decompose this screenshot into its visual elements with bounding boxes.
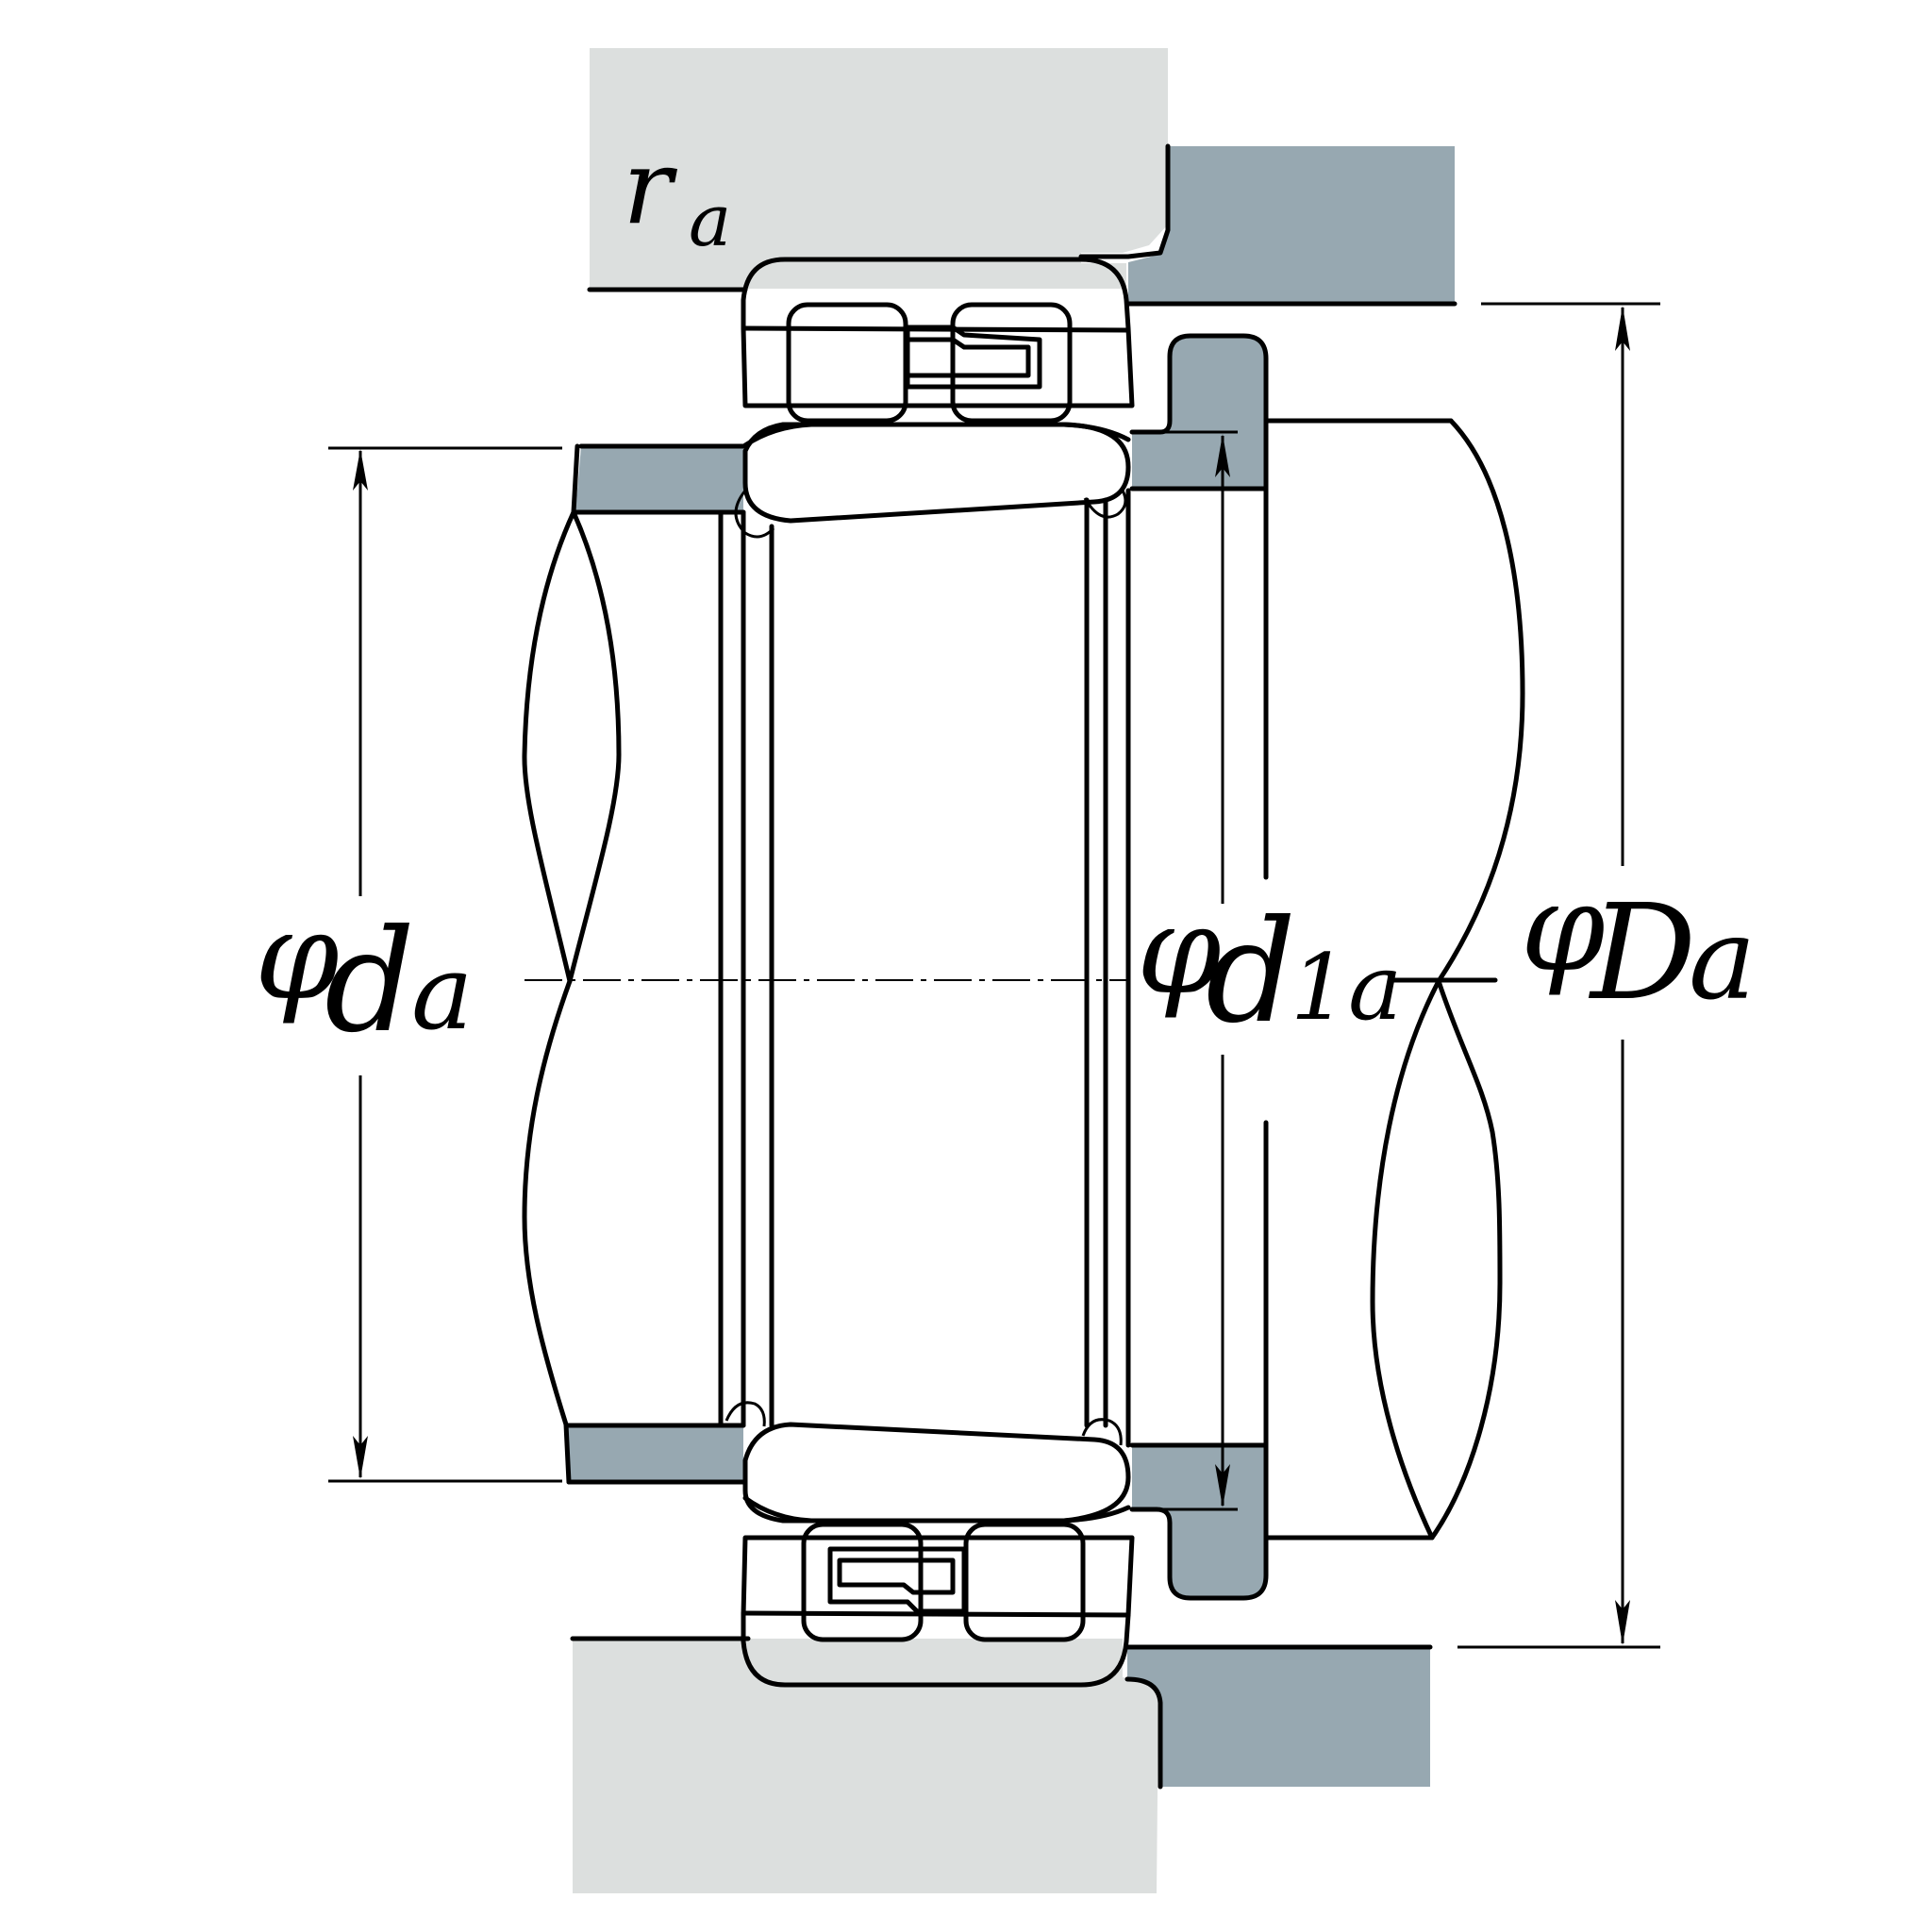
label-da: φ d a: [255, 887, 474, 1064]
inner-ring-spacer-left-top: [575, 446, 743, 512]
bearing-top: [734, 257, 1135, 539]
arrow-down-icon: [1615, 1600, 1630, 1645]
cage-bottom: [827, 1546, 967, 1614]
shaft-right: [1263, 418, 1525, 1541]
bearing-bore-lines: [718, 488, 1131, 1448]
shaft-left-break-upper: [522, 509, 576, 984]
housing-edges: [564, 143, 1457, 1790]
shaft-left-break-lower: [522, 978, 573, 1427]
label-ra-main: r: [623, 126, 678, 247]
housing-fillet-bottom: [1124, 1676, 1163, 1790]
roller-top-right: [950, 302, 1073, 424]
inner-ring-top-arc: [742, 422, 1131, 448]
outer-ring-bottom-raceway: [741, 1610, 1131, 1618]
spacer-right-top-outline: [1129, 333, 1269, 491]
shaft-left-top-edge: [571, 443, 580, 515]
shaft-right-break-upper: [1436, 418, 1525, 984]
arrow-up-icon: [353, 449, 368, 491]
rib-bottom-left: [724, 1401, 766, 1427]
dimension-da: [328, 446, 562, 1483]
rib-bottom-right: [1081, 1418, 1123, 1446]
label-d1a-phi: φ: [1137, 881, 1222, 1022]
housing-fillet-top: [1078, 143, 1171, 259]
shaft-left: [522, 443, 622, 1485]
outer-ring-top: [741, 257, 1135, 408]
label-da-sub: a: [411, 932, 474, 1053]
dimension-d1a: [1132, 430, 1238, 1511]
housing: [573, 48, 1168, 1893]
cage-top: [905, 325, 1042, 390]
inner-ring-bottom: [742, 1422, 1131, 1524]
housing-lower: [573, 1637, 1158, 1893]
spacer-right-top: [1132, 336, 1266, 489]
label-Da-sub: a: [1689, 894, 1757, 1025]
shaft-left-bottom-edge: [563, 1422, 572, 1485]
inner-ring-bottom-arc: [742, 1495, 1131, 1524]
label-Da-phi: φ: [1521, 858, 1606, 999]
label-ra: r a: [623, 126, 731, 262]
inner-ring-spacer-left-bottom: [567, 1425, 743, 1482]
rib-top-right: [1083, 490, 1127, 519]
label-Da: φ D a: [1521, 858, 1757, 1030]
arrow-down-icon: [353, 1436, 368, 1479]
shaft-right-break-lower-outer: [1429, 978, 1503, 1541]
arrow-up-icon: [1215, 434, 1230, 477]
label-d1a-sub: 1a: [1291, 935, 1402, 1041]
outer-ring-bottom: [741, 1535, 1135, 1688]
abutments: [567, 146, 1455, 1787]
bearing-bottom: [724, 1401, 1135, 1688]
label-Da-main: D: [1588, 876, 1696, 1030]
shaft-right-break-lower-inner: [1370, 978, 1441, 1541]
label-ra-sub: a: [689, 178, 731, 262]
arrow-up-icon: [1615, 306, 1630, 351]
label-da-phi: φ: [255, 887, 340, 1027]
label-da-main: d: [325, 900, 415, 1064]
arrow-down-icon: [1215, 1464, 1230, 1507]
inner-ring-top: [742, 422, 1131, 524]
roller-bottom-right: [963, 1522, 1086, 1642]
outer-abutment-bottom: [1127, 1645, 1430, 1787]
shaft-left-break-upper-inner: [567, 509, 622, 984]
roller-bottom-left: [801, 1522, 924, 1642]
outer-abutment-top: [1128, 146, 1455, 304]
spacer-right-bottom-outline: [1129, 1442, 1269, 1601]
housing-upper: [590, 48, 1168, 290]
dimension-Da: [1391, 302, 1660, 1649]
spacer-right-bottom: [1132, 1445, 1266, 1598]
label-d1a: φ d 1a: [1137, 881, 1402, 1055]
label-d1a-main: d: [1206, 891, 1296, 1055]
